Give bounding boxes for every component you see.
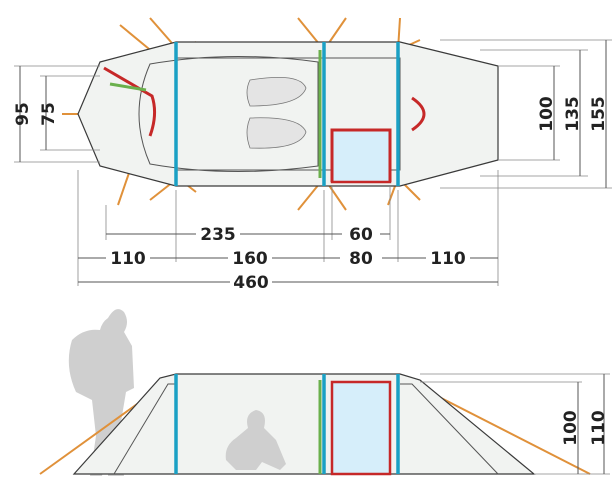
dim-160: 160 bbox=[232, 249, 268, 269]
door-top bbox=[330, 128, 392, 184]
dim-110-right: 110 bbox=[430, 249, 466, 269]
door-side bbox=[330, 380, 392, 476]
pole-green-front bbox=[109, 82, 147, 92]
dim-100-top: 100 bbox=[537, 96, 557, 132]
dims-bottom-top: 235 60 110 160 80 110 460 bbox=[77, 170, 499, 293]
dim-235: 235 bbox=[200, 225, 236, 245]
dim-95: 95 bbox=[13, 102, 33, 126]
inner-tent bbox=[138, 55, 319, 173]
dim-135-top: 135 bbox=[563, 96, 583, 132]
dim-100-side: 100 bbox=[561, 410, 581, 446]
dim-60: 60 bbox=[349, 225, 373, 245]
sleeping-bag-2 bbox=[246, 117, 307, 149]
dims-left-top: 95 75 bbox=[13, 65, 100, 163]
top-view: 95 75 100 135 155 bbox=[13, 17, 612, 293]
pole-red-rear bbox=[411, 96, 426, 132]
dim-460: 460 bbox=[233, 273, 269, 293]
dim-75: 75 bbox=[39, 102, 59, 126]
dim-110-side: 110 bbox=[589, 410, 609, 446]
dim-80: 80 bbox=[349, 249, 373, 269]
pole-red-front bbox=[103, 66, 157, 137]
dims-right-side: 100 110 bbox=[420, 373, 610, 475]
sleeping-bag-1 bbox=[246, 76, 307, 107]
tent-side-inner bbox=[113, 383, 176, 475]
tent-side-outline bbox=[72, 373, 536, 475]
side-view: 100 110 bbox=[39, 309, 610, 476]
dims-right-top: 100 135 155 bbox=[440, 39, 612, 189]
dim-155-top: 155 bbox=[589, 96, 609, 132]
tent-top-outline bbox=[77, 41, 499, 187]
dim-110-left: 110 bbox=[110, 249, 146, 269]
crouching-silhouette bbox=[225, 410, 286, 470]
pole-red-door bbox=[330, 128, 392, 182]
